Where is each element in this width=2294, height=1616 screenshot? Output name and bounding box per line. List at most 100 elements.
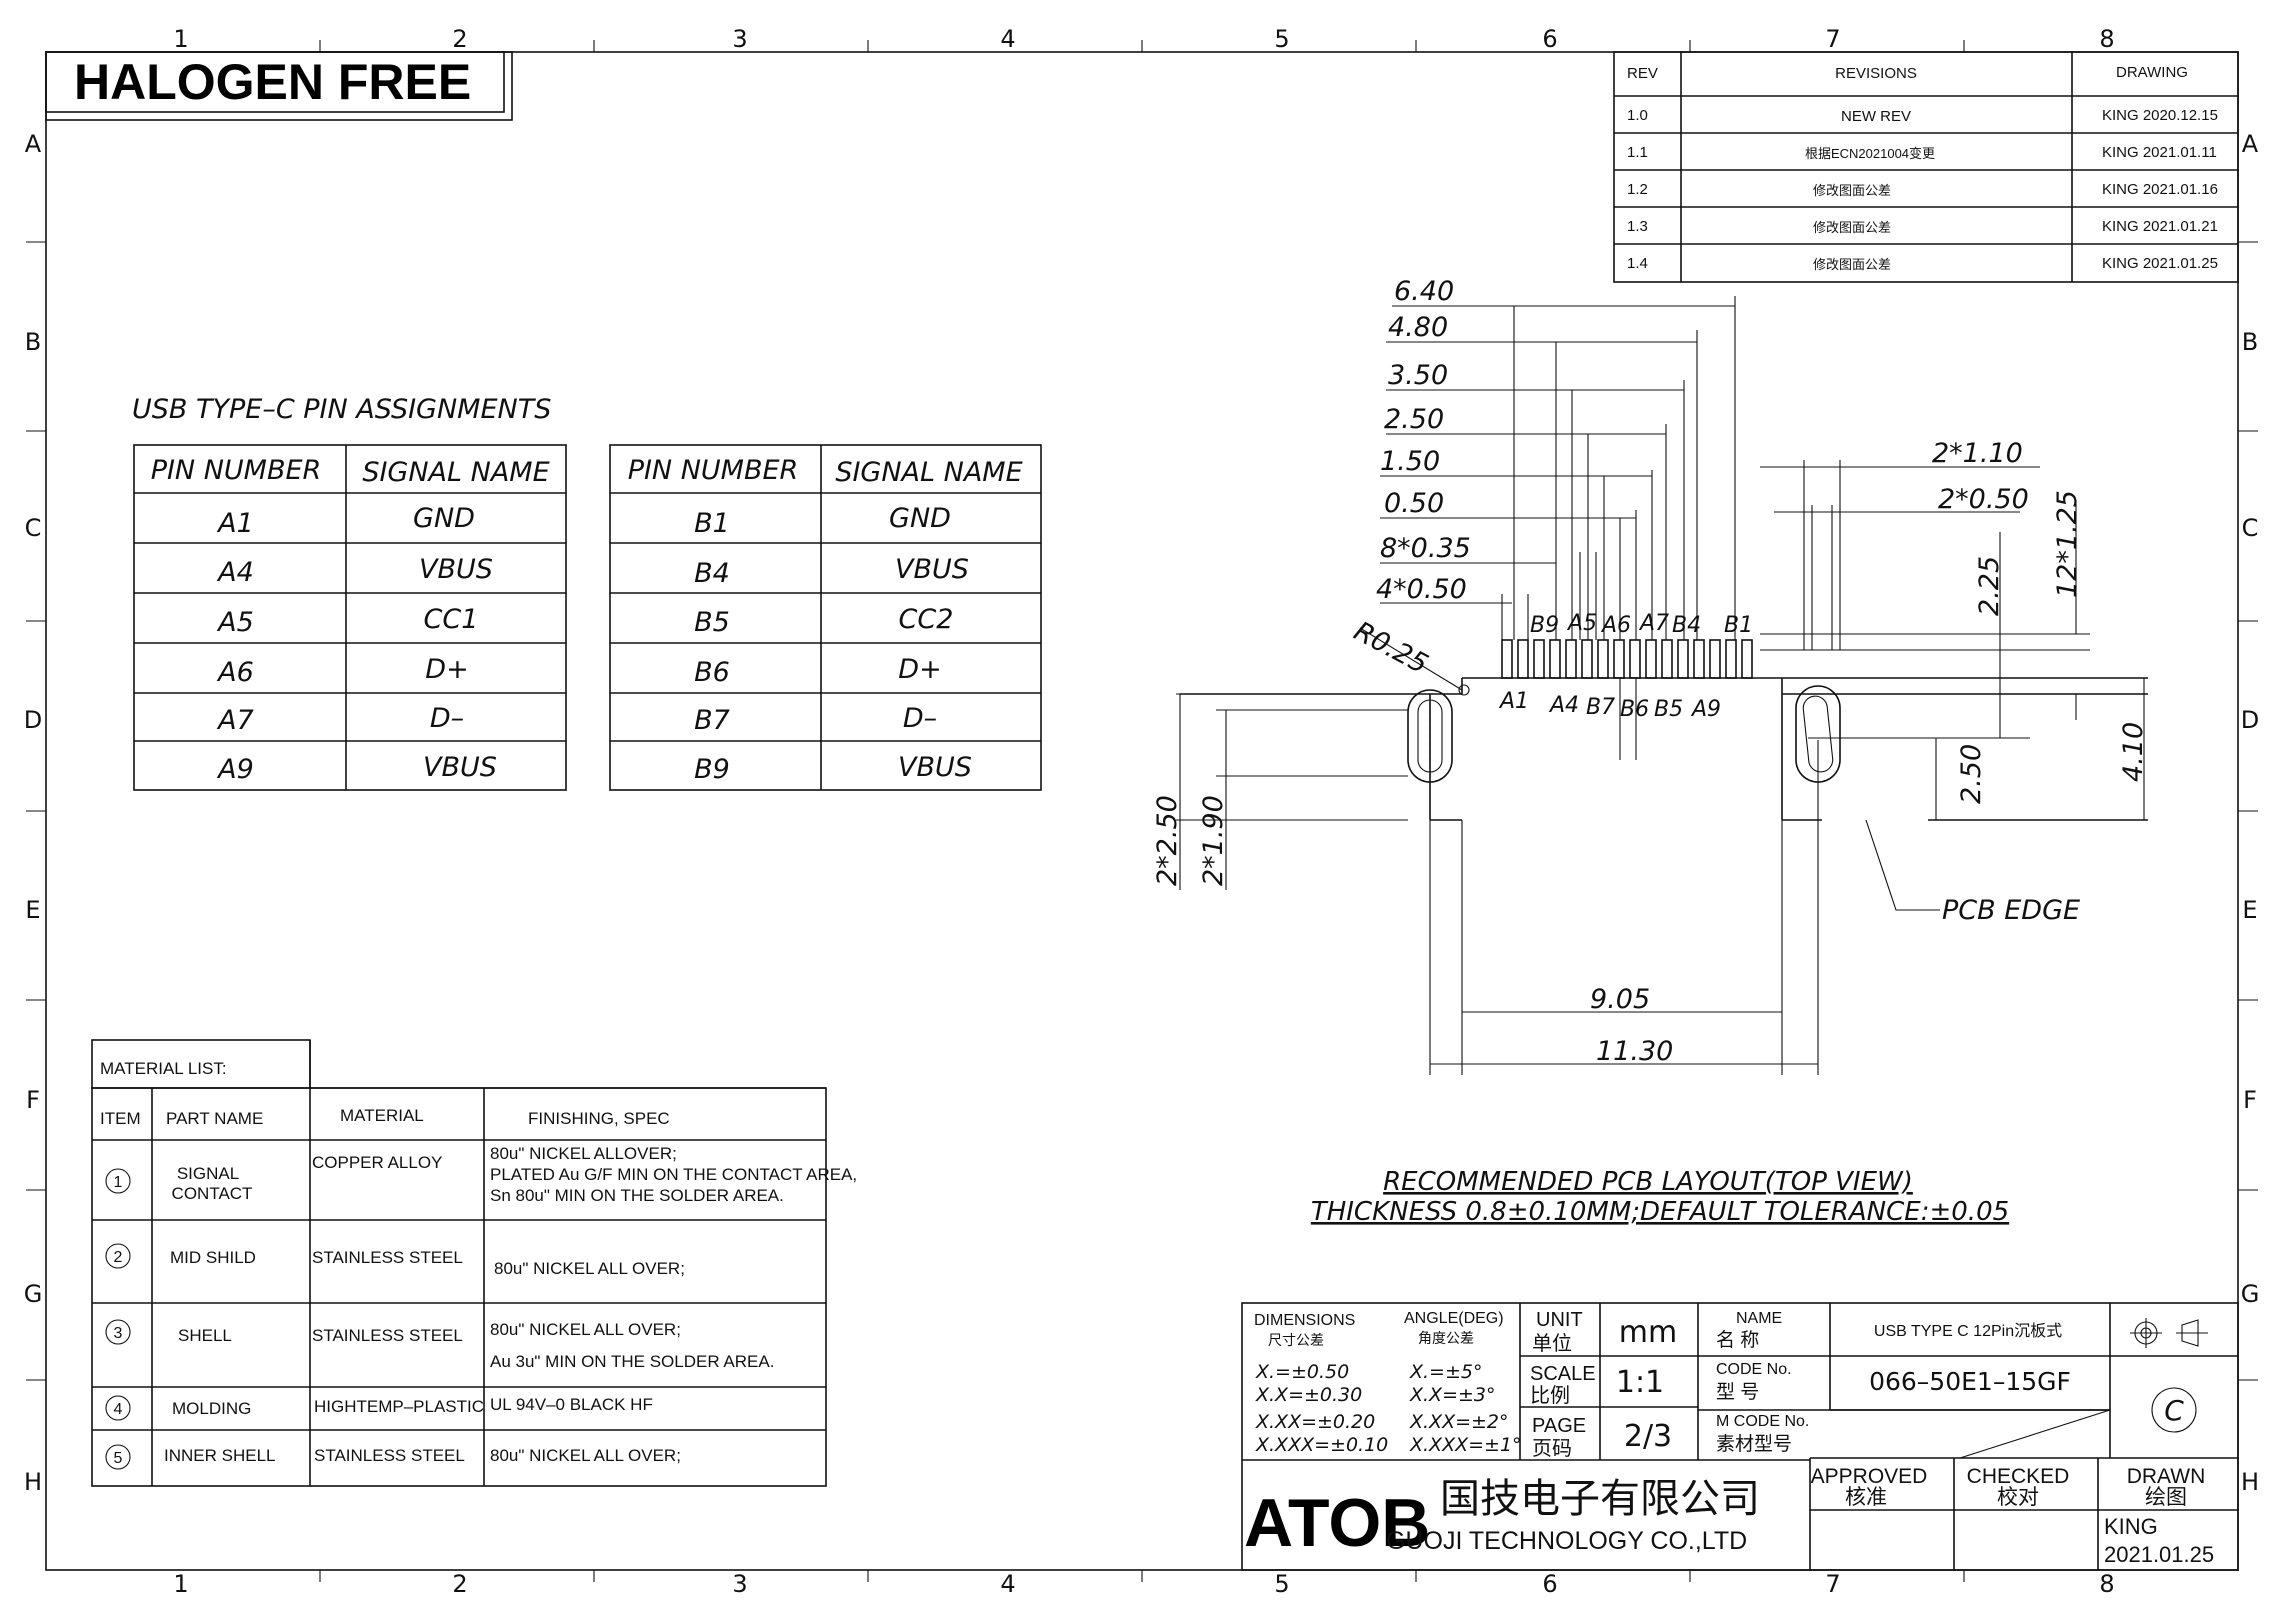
svg-text:E: E	[2242, 896, 2257, 924]
svg-text:B4: B4	[694, 558, 730, 589]
svg-text:UNIT: UNIT	[1536, 1309, 1583, 1331]
svg-text:修改图面公差: 修改图面公差	[1813, 220, 1891, 235]
rev-header: REV	[1627, 65, 1658, 82]
svg-text:4: 4	[1000, 25, 1015, 53]
svg-text:D–: D–	[903, 703, 937, 734]
halogen-free-banner: HALOGEN FREE	[45, 51, 513, 121]
svg-text:2.25: 2.25	[1974, 556, 2005, 616]
svg-text:INNER SHELL: INNER SHELL	[164, 1446, 275, 1465]
pad-pin-labels: B9 A5 A6 A7 B4 B1 A1 A4 B7 B6 B5 A9	[1498, 611, 1753, 722]
grid-ticks	[26, 40, 2258, 1582]
svg-text:4*0.50: 4*0.50	[1376, 574, 1467, 605]
svg-text:KING 2021.01.16: KING 2021.01.16	[2102, 181, 2218, 198]
svg-text:8: 8	[2099, 1570, 2114, 1598]
svg-text:80u" NICKEL ALL OVER;: 80u" NICKEL ALL OVER;	[494, 1259, 685, 1278]
svg-text:Sn 80u" MIN ON THE SOLDER: Sn 80u" MIN ON THE SOLDER AREA.	[490, 1186, 784, 1205]
svg-text:1.3: 1.3	[1627, 218, 1648, 235]
svg-text:绘图: 绘图	[2145, 1486, 2187, 1509]
svg-text:A: A	[25, 130, 42, 158]
svg-text:B5: B5	[694, 607, 730, 638]
dimension-lines	[1176, 296, 2145, 1075]
svg-text:D: D	[2241, 706, 2259, 734]
svg-text:B: B	[25, 328, 41, 356]
svg-text:ITEM: ITEM	[100, 1109, 141, 1128]
svg-text:素材型号: 素材型号	[1716, 1433, 1792, 1455]
svg-text:PIN NUMBER: PIN NUMBER	[151, 455, 322, 486]
svg-text:SIGNAL NAME: SIGNAL NAME	[362, 457, 549, 488]
page-value: 2/3	[1624, 1419, 1672, 1454]
svg-text:A9: A9	[1690, 697, 1721, 722]
pcb-layout-drawing: 6.40 4.80 3.50 2.50 1.50 0.50 8*0.35 4*0…	[1152, 276, 2149, 1227]
svg-text:名 称: 名 称	[1716, 1329, 1759, 1351]
revision-table: REV REVISIONS DRAWING 1.0 NEW REV KING 2…	[1613, 51, 2239, 283]
svg-text:A6: A6	[1600, 613, 1631, 638]
svg-text:A1: A1	[216, 508, 254, 539]
svg-text:F: F	[26, 1086, 40, 1114]
drawn-name: KING	[2104, 1514, 2158, 1539]
svg-text:KING 2021.01.25: KING 2021.01.25	[2102, 255, 2218, 272]
projection-symbol-icon	[2130, 1318, 2208, 1348]
svg-text:VBUS: VBUS	[898, 752, 972, 783]
svg-text:ANGLE(DEG): ANGLE(DEG)	[1404, 1310, 1504, 1327]
svg-text:3: 3	[732, 1570, 747, 1598]
svg-text:校对: 校对	[1997, 1486, 2039, 1509]
svg-text:COPPER ALLOY: COPPER ALLOY	[312, 1153, 442, 1172]
svg-text:CC2: CC2	[899, 604, 954, 635]
svg-text:MATERIAL LIST:: MATERIAL LIST:	[100, 1059, 227, 1078]
svg-text:M CODE No.: M CODE No.	[1716, 1413, 1809, 1430]
svg-text:F: F	[2243, 1086, 2257, 1114]
name-value: USB TYPE C 12Pin沉板式	[1874, 1322, 2062, 1340]
company-name-en: GUOJI TECHNOLOGY CO.,LTD	[1386, 1527, 1747, 1555]
svg-text:6: 6	[1542, 1570, 1557, 1598]
svg-text:80u" NICKEL ALL OVER;: 80u" NICKEL ALL OVER;	[490, 1320, 681, 1339]
svg-text:1.1: 1.1	[1627, 144, 1648, 161]
svg-text:B7: B7	[1586, 695, 1615, 720]
svg-text:8*0.35: 8*0.35	[1380, 533, 1471, 564]
svg-text:B4: B4	[1672, 613, 1701, 638]
svg-text:FINISHING, SPEC: FINISHING, SPEC	[528, 1109, 670, 1128]
svg-text:0.50: 0.50	[1384, 488, 1444, 519]
svg-text:2*2.50: 2*2.50	[1152, 795, 1183, 886]
svg-text:5: 5	[1274, 1570, 1289, 1598]
svg-text:12*1.25: 12*1.25	[2052, 490, 2083, 598]
svg-text:A7: A7	[1638, 611, 1669, 636]
svg-text:单位: 单位	[1532, 1332, 1572, 1355]
svg-text:RECOMMENDED PCB LAYOUT(TOP: RECOMMENDED PCB LAYOUT(TOP VIEW)	[1383, 1167, 1913, 1197]
svg-text:4: 4	[114, 1401, 123, 1418]
svg-text:1.50: 1.50	[1380, 446, 1440, 477]
banner-text: HALOGEN FREE	[74, 54, 471, 110]
svg-text:PCB EDGE: PCB EDGE	[1942, 895, 2080, 926]
svg-text:VBUS: VBUS	[423, 752, 497, 783]
drawn-date: 2021.01.25	[2104, 1542, 2214, 1567]
svg-text:CHECKED: CHECKED	[1967, 1465, 2070, 1488]
svg-text:A: A	[2242, 130, 2259, 158]
svg-text:R0.25: R0.25	[1349, 616, 1433, 680]
svg-text:SHELL: SHELL	[178, 1326, 232, 1345]
svg-text:X.X=±0.30: X.X=±0.30	[1255, 1384, 1362, 1406]
title-block: DIMENSIONS 尺寸公差 ANGLE(DEG) 角度公差 X.=±0.50…	[1241, 1302, 2239, 1571]
svg-text:D+: D+	[898, 654, 941, 685]
svg-text:MATERIAL: MATERIAL	[340, 1106, 424, 1125]
svg-text:X.XXX=±1°: X.XXX=±1°	[1409, 1434, 1522, 1456]
svg-text:A4: A4	[216, 557, 254, 588]
svg-text:2: 2	[452, 1570, 467, 1598]
svg-text:SIGNAL: SIGNAL	[177, 1164, 239, 1183]
svg-text:C: C	[2242, 514, 2259, 542]
svg-text:A1: A1	[1498, 689, 1529, 714]
drawing-header: DRAWING	[2116, 64, 2188, 81]
svg-text:A9: A9	[216, 754, 254, 785]
svg-text:4.80: 4.80	[1388, 312, 1448, 343]
pin-pads	[1501, 639, 1753, 679]
svg-text:修改图面公差: 修改图面公差	[1813, 257, 1891, 272]
svg-text:CONTACT: CONTACT	[172, 1184, 253, 1203]
svg-text:7: 7	[1825, 1570, 1840, 1598]
svg-text:核准: 核准	[1845, 1486, 1887, 1509]
svg-text:UL 94V–0 BLACK HF: UL 94V–0 BLACK HF	[490, 1395, 653, 1414]
svg-text:NEW REV: NEW REV	[1841, 108, 1911, 125]
company-logo: ATOB	[1244, 1485, 1430, 1561]
left-slot	[1407, 689, 1453, 783]
svg-text:KING 2020.12.15: KING 2020.12.15	[2102, 107, 2218, 124]
svg-text:1.4: 1.4	[1627, 255, 1648, 272]
svg-text:CODE No.: CODE No.	[1716, 1361, 1792, 1378]
